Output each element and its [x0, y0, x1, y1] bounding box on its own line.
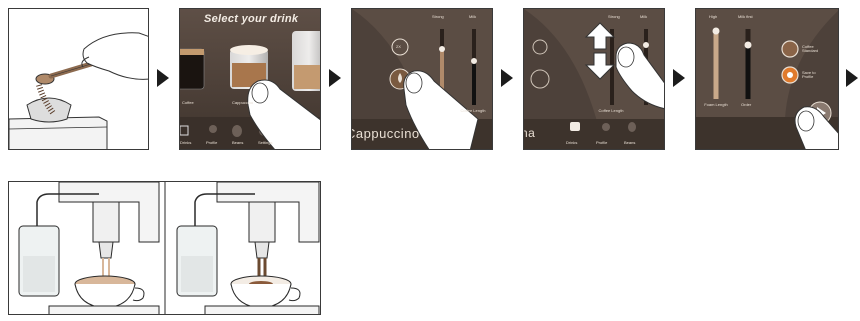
step-4-adjust-panel: Strong Milk Coffee Length na Drinks Prof…: [523, 8, 665, 150]
step-5-milk-options-panel: High Milk first Foam Length Order Coffee…: [695, 8, 839, 150]
drink-label-coffee[interactable]: Coffee: [182, 101, 194, 105]
order-label: Order: [741, 103, 751, 107]
step-arrow-4: [673, 69, 685, 87]
save-to-profile-option[interactable]: Save to Profile: [802, 71, 826, 79]
play-icon[interactable]: [809, 102, 831, 124]
step-3-drink-options-panel: Strong Milk 2X Coffee Length Cappuccino: [351, 8, 493, 150]
drink-name-partial: na: [523, 127, 535, 139]
strong-label-4: Strong: [608, 15, 620, 19]
double-shot-badge[interactable]: 2X: [396, 45, 401, 49]
drink-selection-screen: [180, 9, 321, 150]
tab-beans-4[interactable]: Beans: [624, 141, 635, 145]
milk-label: Milk: [469, 15, 476, 19]
foam-length-label: Foam Length: [704, 103, 728, 107]
drink-label-cappuccino[interactable]: Cappuccino: [232, 101, 253, 105]
strong-label: Strong: [432, 15, 444, 19]
select-drink-title: Select your drink: [204, 14, 298, 25]
tab-drinks[interactable]: Drinks: [180, 141, 191, 145]
milk-first-label: Milk first: [738, 15, 753, 19]
step-6-brewing-panel: [8, 181, 321, 315]
tab-profile-4[interactable]: Profile: [596, 141, 607, 145]
milk-label-4: Milk: [640, 15, 647, 19]
step-arrow-2: [329, 69, 341, 87]
step-1-add-coffee-panel: [8, 8, 149, 150]
tab-profile[interactable]: Profile: [206, 141, 217, 145]
coffee-standard-option[interactable]: Coffee Standard: [802, 45, 826, 53]
tab-beans[interactable]: Beans: [232, 141, 243, 145]
drink-name: Cappuccino: [351, 127, 420, 140]
milk-options-screen: [696, 9, 839, 150]
step-2-select-drink-panel: Select your drink Coffee Cappuccino Drin…: [179, 8, 321, 150]
add-ground-coffee-illustration: [9, 9, 149, 150]
brewing-illustration: [9, 182, 321, 315]
step-arrow-3: [501, 69, 513, 87]
step-arrow-5: [846, 69, 858, 87]
step-arrow-1: [157, 69, 169, 87]
adjust-strength-screen: [524, 9, 665, 150]
tab-settings[interactable]: Settings: [258, 141, 272, 145]
tab-drinks-4[interactable]: Drinks: [566, 141, 577, 145]
coffee-length-label: Coffee Length: [460, 109, 486, 113]
coffee-length-label-4: Coffee Length: [598, 109, 624, 113]
high-label: High: [709, 15, 717, 19]
